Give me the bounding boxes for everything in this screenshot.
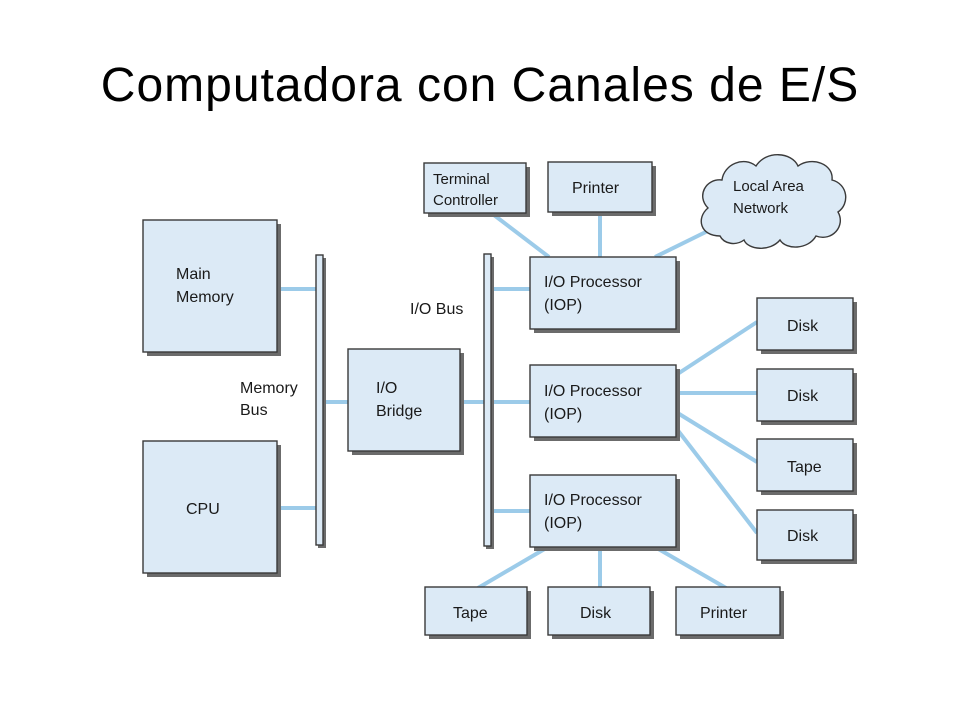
io-bridge-label-1: I/O <box>376 380 397 397</box>
cpu-label: CPU <box>186 501 220 518</box>
printer-bottom-label: Printer <box>700 605 748 622</box>
svg-text:I/O Processor(IOP): I/O Processor (IOP) <box>544 492 642 532</box>
disk-2-label: Disk <box>787 388 819 405</box>
link-iop2-to-tape <box>674 410 759 464</box>
main-memory-label-1: Main <box>176 266 211 283</box>
iop-3-label-1: I/O Processor <box>544 492 642 509</box>
iop-2-label-1: I/O Processor <box>544 383 642 400</box>
tape-bottom-label: Tape <box>453 605 488 622</box>
disk-3-label: Disk <box>787 528 819 545</box>
tape-right-box: Tape <box>756 438 857 495</box>
io-bus-label: I/O Bus <box>410 301 463 318</box>
iop-3-label-2: (IOP) <box>544 515 582 532</box>
iop-1-label-1: I/O Processor <box>544 274 642 291</box>
iop-box-2: I/O Processor (IOP) <box>529 364 680 441</box>
lan-label-1: Local Area <box>733 178 805 195</box>
svg-text:I/O Processor(IOP): I/O Processor (IOP) <box>544 274 642 314</box>
io-bus <box>483 253 494 549</box>
disk-box-3: Disk <box>756 509 857 564</box>
link-iop3-to-tape <box>476 545 550 590</box>
tape-right-label: Tape <box>787 459 822 476</box>
slide-title: Computadora con Canales de E/S <box>100 59 860 112</box>
printer-top-label: Printer <box>572 180 620 197</box>
cpu-box: CPU <box>142 440 281 577</box>
disk-bottom-box: Disk <box>547 586 654 639</box>
link-iop2-to-disk3 <box>674 426 759 535</box>
memory-bus-label-2: Bus <box>240 402 268 419</box>
iop-box-3: I/O Processor (IOP) <box>529 474 680 551</box>
disk-box-1: Disk <box>756 297 857 354</box>
iop-1-label-2: (IOP) <box>544 297 582 314</box>
disk-bottom-label: Disk <box>580 605 612 622</box>
link-iop3-to-printer <box>653 545 728 590</box>
lan-label-2: Network <box>733 200 789 217</box>
memory-bus <box>315 254 326 548</box>
terminal-controller-label-2: Controller <box>433 192 498 209</box>
disk-1-label: Disk <box>787 318 819 335</box>
io-bridge-box: I/O Bridge <box>347 348 464 455</box>
iop-box-1: I/O Processor (IOP) <box>529 256 680 333</box>
link-iop2-to-disk1 <box>674 320 759 377</box>
memory-bus-label-1: Memory <box>240 380 298 397</box>
printer-bottom-box: Printer <box>675 586 784 639</box>
svg-text:I/O Processor(IOP): I/O Processor (IOP) <box>544 383 642 423</box>
link-iop1-to-terminal <box>488 210 551 259</box>
terminal-controller-label-1: Terminal <box>433 171 490 188</box>
tape-bottom-box: Tape <box>424 586 531 639</box>
iop-2-label-2: (IOP) <box>544 406 582 423</box>
disk-box-2: Disk <box>756 368 857 425</box>
printer-top-box: Printer <box>547 161 656 216</box>
io-bridge-label-2: Bridge <box>376 403 422 420</box>
main-memory-label-2: Memory <box>176 289 234 306</box>
